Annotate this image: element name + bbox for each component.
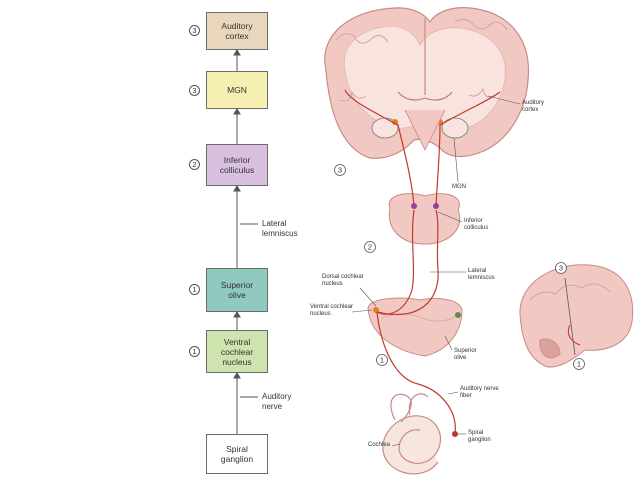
tract-label-auditory-nerve: Auditory nerve [262,392,292,411]
label-auditory-cortex: Auditory cortex [522,100,545,113]
illustration-stage-markers [334,164,585,370]
flow-box-ventral-cochlear-nucleus: Ventral cochlear nucleus [206,330,268,373]
auditory-pathway-fibers [344,89,501,435]
label-mgn: MGN [452,184,466,190]
flow-box-inferior-colliculus: Inferior colliculus [206,144,268,186]
medulla-section [367,297,463,357]
coronal-brain-section [324,7,530,159]
stage-text-sagittal-top: 3 [559,264,563,273]
midbrain-section [388,193,461,245]
label-dorsal-cochlear-nucleus: Dorsal cochlear nucleus [322,274,364,287]
label-ventral-cochlear-nucleus: Ventral cochlear nucleus [310,304,354,317]
stage-marker-mgn: 3 [189,85,200,96]
stage-text-medulla: 1 [380,356,384,365]
flow-box-superior-olive: Superior olive [206,268,268,312]
flow-box-mgn: MGN [206,71,268,109]
label-inferior-colliculus: Inferior colliculus [464,218,489,231]
stage-text-midbrain: 2 [368,243,372,252]
sagittal-brain-view [519,264,634,368]
label-lateral-lemniscus: Lateral lemniscus [468,268,495,281]
stage-marker-cochlear-nucleus: 1 [189,346,200,357]
stage-text-cortex: 3 [338,166,342,175]
label-spiral-ganglion: Spiral ganglion [468,430,491,443]
stage-marker-colliculus: 2 [189,159,200,170]
stage-marker-cortex: 3 [189,25,200,36]
tract-label-lateral-lemniscus: Lateral lemniscus [262,219,298,238]
stage-marker-olive: 1 [189,284,200,295]
label-superior-olive: Superior olive [454,348,477,361]
stage-text-sagittal-bottom: 1 [577,360,581,369]
cochlea [382,393,458,475]
label-cochlea: Cochlea [368,442,391,448]
label-auditory-nerve-fiber: Auditory nerve fiber [460,386,499,399]
flow-box-spiral-ganglion: Spiral ganglion [206,434,268,474]
flow-box-auditory-cortex: Auditory cortex [206,12,268,50]
